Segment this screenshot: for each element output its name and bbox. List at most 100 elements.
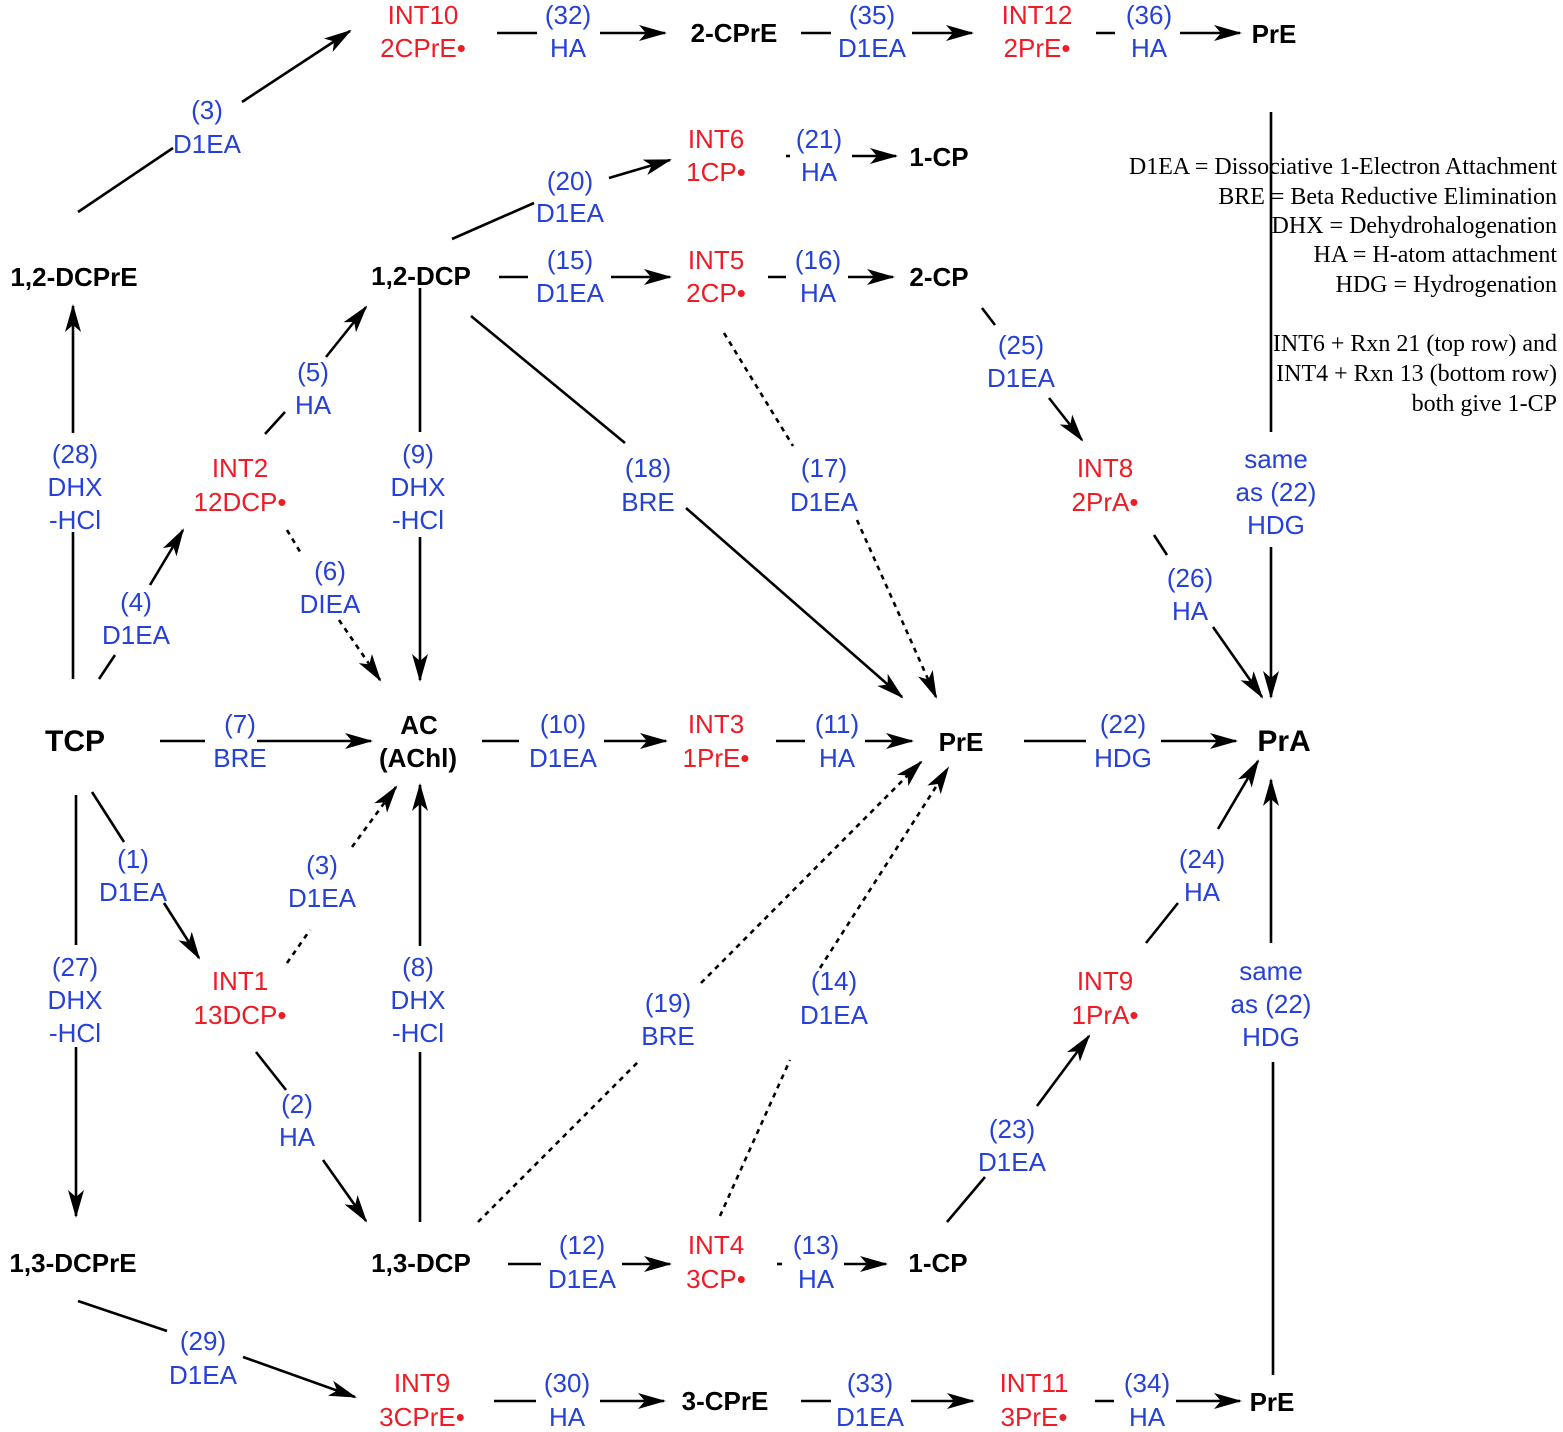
reaction-11-number: (11) [815,709,859,739]
int11-species: 3PrE• [1001,1402,1068,1432]
reaction-35-type: D1EA [838,33,907,63]
reaction-33-type: D1EA [836,1402,905,1432]
int12-label: INT12 [1002,0,1073,30]
arrow-r6-b [337,619,382,682]
reaction-25-number: (25) [998,330,1044,360]
reaction-20-type: D1EA [536,198,605,228]
reaction-10-number: (10) [540,709,586,739]
reaction-28-type: DHX [48,472,103,502]
node-pre-bottom: PrE [1250,1387,1295,1417]
reaction-24-type: HA [1184,877,1221,907]
node-dcp13: 1,3-DCP [371,1248,471,1278]
reaction-5-number: (5) [297,357,329,387]
int9-right-label: INT9 [1077,966,1133,996]
int5-label: INT5 [688,245,744,275]
reaction-27-number: (27) [52,952,98,982]
reaction-20-number: (20) [547,166,593,196]
reaction-21-number: (21) [796,124,842,154]
node-pre-mid: PrE [939,727,984,757]
reaction-same-top-l3: HDG [1247,510,1305,540]
reaction-7-number: (7) [224,709,256,739]
pathway-arrows [65,25,1279,1409]
reaction-19-number: (19) [645,988,691,1018]
reaction-same-bottom-l2: as (22) [1231,989,1312,1019]
reaction-30-type: HA [549,1402,586,1432]
reaction-7-type: BRE [213,743,266,773]
line-r3-mid-a [285,929,312,964]
reaction-33-number: (33) [847,1368,893,1398]
reaction-22-type: HDG [1094,743,1152,773]
int12-species: 2PrE• [1004,33,1071,63]
arrow-r26-a [1152,534,1169,556]
arrow-r5-b [324,305,368,358]
arrow-r24-b [1216,759,1260,830]
reaction-3-top-type: D1EA [173,129,242,159]
node-cpre3: 3-CPrE [682,1386,769,1416]
radical-intermediates: INT10 2CPrE• INT12 2PrE• INT6 1CP• INT5 … [194,0,1139,1432]
compound-nodes: 2-CPrE PrE 1-CP 1,2-DCPrE 1,2-DCP 2-CP T… [9,18,1310,1417]
arrow-r19-b [700,760,923,984]
node-cp2: 2-CP [909,262,968,292]
reaction-16-number: (16) [795,245,841,275]
reaction-29-type: D1EA [169,1360,238,1390]
node-dcpre13: 1,3-DCPrE [9,1248,136,1278]
arrow-r2-b [321,1159,368,1223]
reaction-29-number: (29) [180,1326,226,1356]
reaction-1-type: D1EA [99,877,168,907]
reaction-13-number: (13) [793,1230,839,1260]
reaction-36-type: HA [1131,33,1168,63]
int9-bottom-species: 3CPrE• [379,1402,465,1432]
node-ac-alt: (AChl) [379,743,457,773]
reaction-2-number: (2) [281,1089,313,1119]
reaction-28-number: (28) [52,439,98,469]
arrow-r5-a [264,411,286,435]
arrow-dcpre12-int10-a [77,146,174,214]
reaction-3-top-number: (3) [191,95,223,125]
reaction-11-type: HA [819,743,856,773]
reaction-5-type: HA [295,390,332,420]
legend-hdg: HDG = Hydrogenation [1336,272,1558,298]
legend-ha: HA = H-atom attachment [1314,242,1558,268]
int10-label: INT10 [388,0,459,30]
reaction-1-number: (1) [117,844,149,874]
int2-species: 12DCP• [194,487,287,517]
reaction-15-number: (15) [547,245,593,275]
node-dcpre12: 1,2-DCPrE [10,262,137,292]
reaction-same-top-l2: as (22) [1236,477,1317,507]
reaction-same-top-l1: same [1244,444,1308,474]
reaction-8-byproduct: -HCl [392,1018,444,1048]
int4-species: 3CP• [686,1264,746,1294]
arrow-r1-a [90,791,126,843]
node-cp1-top: 1-CP [909,142,968,172]
reaction-8-number: (8) [402,952,434,982]
reaction-6-type: DIEA [300,589,361,619]
legend-dhx: DHX = Dehydrohalogenation [1272,213,1557,239]
line-r23-a [946,1176,986,1223]
arrow-r26-b [1211,626,1264,699]
int1-species: 13DCP• [194,1000,287,1030]
reaction-13-type: HA [798,1264,835,1294]
reaction-21-type: HA [801,157,838,187]
reaction-23-type: D1EA [978,1147,1047,1177]
reaction-23-number: (23) [989,1114,1035,1144]
legend-bre: BRE = Beta Reductive Elimination [1218,184,1557,210]
int6-species: 1CP• [686,157,746,187]
reaction-12-number: (12) [559,1230,605,1260]
reaction-28-byproduct: -HCl [49,505,101,535]
reaction-35-number: (35) [849,0,895,30]
reaction-26-number: (26) [1167,563,1213,593]
line-r2-a [254,1051,288,1091]
reaction-30-number: (30) [544,1368,590,1398]
arrow-r4-b [148,528,185,586]
reaction-8-type: DHX [391,985,446,1015]
arrow-r4-a [97,654,117,680]
int8-species: 2PrA• [1072,487,1139,517]
int10-species: 2CPrE• [380,33,466,63]
legend-note-line2: INT4 + Rxn 13 (bottom row) [1276,361,1557,387]
legend: D1EA = Dissociative 1-Electron Attachmen… [1129,154,1557,417]
line-r14-a [718,1059,792,1217]
reaction-17-type: D1EA [790,487,859,517]
reaction-6-number: (6) [314,556,346,586]
reaction-14-number: (14) [811,966,857,996]
node-tcp: TCP [45,725,105,758]
